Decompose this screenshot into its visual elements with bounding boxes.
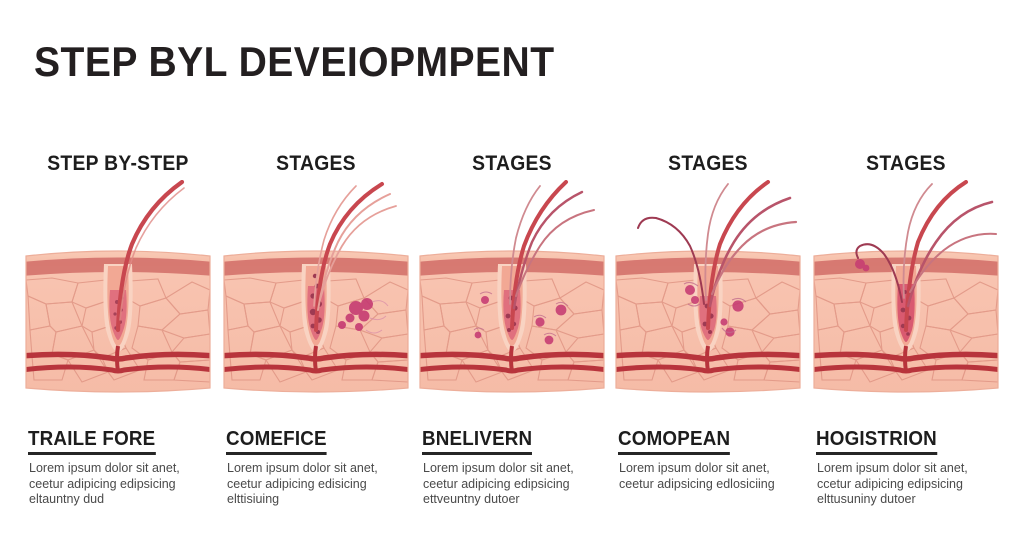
stage-body-4: Lorem ipsum dolor sit anet, ceetur adips… [619,461,775,491]
stage-column-1: STEP BY-STEP [20,0,216,559]
stage-body-2: Lorem ipsum dolor sit anet, ceetur adipi… [227,461,378,506]
stage-body-1: Lorem ipsum dolor sit anet, ceetur adipi… [29,461,180,506]
stage-caption-4: COMOPEAN [618,428,731,455]
stage-body-3: Lorem ipsum dolor sit anet, ceetur adipi… [423,461,574,506]
stage-header-5: STAGES [866,152,946,175]
stage-header-2: STAGES [276,152,356,175]
stage-header-4: STAGES [668,152,748,175]
skin-diagram-5 [810,180,1002,395]
stage-header-1: STEP BY-STEP [47,152,189,175]
stage-column-4: STAGES [610,0,806,559]
stage-column-3: STAGES [414,0,610,559]
skin-diagram-3 [416,180,608,395]
stage-body-5: Lorem ipsum dolor sit anet, ccetur adipi… [817,461,968,506]
stage-caption-2: COMEFICE [226,428,327,455]
stage-column-2: STAGES [218,0,414,559]
stage-header-3: STAGES [472,152,552,175]
stage-caption-1: TRAILE FORE [28,428,156,455]
stage-column-5: STAGES [808,0,1004,559]
stage-caption-5: HOGISTRION [816,428,937,455]
page-title: STEP BYL DEVEIOPMPENT [34,38,555,85]
stage-caption-3: BNELIVERN [422,428,533,455]
skin-diagram-1 [22,180,214,395]
skin-diagram-4 [612,180,804,395]
skin-diagram-2 [220,180,412,395]
